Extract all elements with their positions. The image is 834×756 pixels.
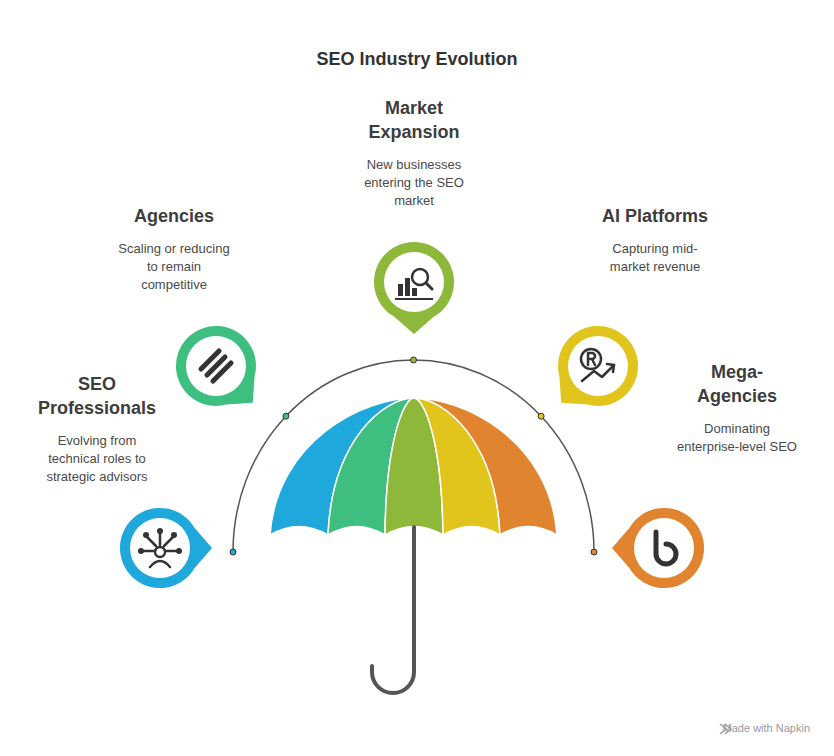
bubble-inner bbox=[634, 518, 694, 578]
bubble-shape bbox=[374, 242, 454, 334]
agency-bars-icon bbox=[201, 351, 231, 381]
icon-bubble bbox=[374, 242, 454, 334]
icon-bubble bbox=[533, 309, 655, 431]
node-heading: Agencies bbox=[115, 204, 233, 228]
node-description: New businesses entering the SEO market bbox=[354, 156, 474, 210]
canopy-segment bbox=[414, 398, 557, 535]
umbrella-handle bbox=[372, 527, 414, 693]
watermark: Made with Napkin bbox=[700, 722, 810, 734]
evolution-node: Mega-AgenciesDominating enterprise-level… bbox=[674, 360, 800, 456]
node-heading: Market Expansion bbox=[354, 96, 474, 144]
network-person-icon bbox=[143, 533, 177, 567]
node-description: Dominating enterprise-level SEO bbox=[674, 420, 800, 456]
node-description: Evolving from technical roles to strateg… bbox=[35, 432, 160, 486]
arc-dot bbox=[591, 549, 597, 555]
bubble-inner bbox=[568, 336, 628, 396]
evolution-node: Market ExpansionNew businesses entering … bbox=[354, 96, 474, 210]
node-description: Capturing mid-market revenue bbox=[598, 240, 713, 276]
node-description: Scaling or reducing to remain competitiv… bbox=[115, 240, 233, 294]
node-heading: Mega-Agencies bbox=[682, 360, 792, 408]
arc-dot bbox=[411, 357, 417, 363]
arc-dot bbox=[538, 413, 544, 419]
arc-dot bbox=[230, 549, 236, 555]
node-heading: AI Platforms bbox=[598, 204, 713, 228]
bubble-shape bbox=[612, 508, 704, 588]
bubble-inner bbox=[384, 252, 444, 312]
umbrella-canopy bbox=[270, 398, 557, 535]
node-heading: SEO Professionals bbox=[35, 372, 160, 420]
bubble-shape bbox=[120, 508, 212, 588]
icon-bubble bbox=[159, 309, 281, 431]
bubble-shape bbox=[533, 309, 655, 431]
arc-dots bbox=[230, 357, 597, 555]
icon-bubble bbox=[612, 508, 704, 588]
evolution-node: AI PlatformsCapturing mid-market revenue bbox=[598, 204, 713, 276]
bubble-inner bbox=[130, 518, 190, 578]
revenue-growth-icon bbox=[581, 349, 614, 381]
evolution-node: SEO ProfessionalsEvolving from technical… bbox=[35, 372, 160, 486]
bubble-inner bbox=[186, 336, 246, 396]
arc-dot bbox=[283, 413, 289, 419]
icon-bubble bbox=[120, 508, 212, 588]
timeline-arc bbox=[233, 360, 594, 552]
bubble-shape bbox=[159, 309, 281, 431]
network-dots bbox=[138, 528, 182, 554]
mega-agency-logo-icon bbox=[656, 532, 676, 564]
chart-search-icon bbox=[395, 269, 433, 299]
diagram-title: SEO Industry Evolution bbox=[0, 49, 834, 70]
evolution-node: AgenciesScaling or reducing to remain co… bbox=[115, 204, 233, 294]
